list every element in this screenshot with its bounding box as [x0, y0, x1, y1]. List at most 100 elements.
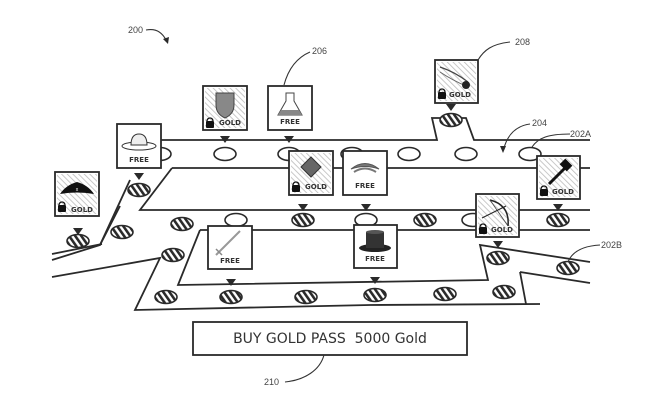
- buy-gold-pass-label: BUY GOLD PASS 5000 Gold: [233, 331, 427, 347]
- reference-210-leader: [284, 354, 325, 383]
- tile-tier-label: FREE: [365, 255, 385, 263]
- pointer-triangle: [298, 204, 308, 211]
- tile-tier-label: GOLD: [491, 226, 513, 234]
- track-node-open[interactable]: [224, 212, 248, 228]
- buy-gold-pass-button[interactable]: BUY GOLD PASS 5000 Gold: [192, 321, 468, 356]
- bow-arrow-icon: [489, 199, 509, 227]
- figure-reference: 200: [128, 25, 169, 44]
- reference-204: 204: [500, 118, 547, 153]
- reference-206-label: 206: [312, 46, 327, 56]
- tile-tier-label: FREE: [129, 156, 149, 164]
- figure-arrow-head: [163, 37, 169, 44]
- track-lower-outer-edge: [51, 256, 541, 311]
- tile-tier-label: FREE: [355, 182, 375, 190]
- reward-tile-top-hat[interactable]: FREE: [353, 224, 398, 269]
- svg-text:x: x: [76, 187, 79, 193]
- reference-202b: 202B: [567, 240, 622, 263]
- pointer-triangle: [553, 204, 563, 211]
- pointer-triangle: [370, 277, 380, 284]
- lock-icon: [479, 223, 487, 234]
- track-node-completed[interactable]: [433, 286, 457, 302]
- tile-tier-label: GOLD: [305, 183, 327, 191]
- lock-icon: [58, 201, 66, 212]
- track-node-completed[interactable]: [439, 112, 463, 128]
- pointer-triangle: [134, 173, 144, 180]
- track-node-open[interactable]: [397, 146, 421, 162]
- reference-210: 210: [264, 354, 325, 387]
- track-node-completed[interactable]: [546, 212, 570, 228]
- reward-tile-shield[interactable]: GOLD: [202, 85, 248, 131]
- reward-tile-straw-hat[interactable]: FREE: [116, 123, 162, 169]
- sword-icon: [215, 230, 241, 256]
- pointer-triangle: [446, 104, 456, 111]
- cape-icon: [439, 66, 469, 83]
- track-notch-edge: [519, 271, 527, 305]
- reward-tile-hammer[interactable]: GOLD: [536, 155, 581, 200]
- pointer-triangle: [493, 241, 503, 248]
- wings-icon: [350, 163, 380, 170]
- pointer-triangle: [220, 136, 230, 143]
- tile-tier-label: GOLD: [219, 119, 241, 127]
- lock-icon: [438, 88, 446, 99]
- tile-tier-label: GOLD: [449, 91, 471, 99]
- track-node-completed[interactable]: [170, 216, 194, 232]
- track-node-open[interactable]: [454, 146, 478, 162]
- reward-tile-cape[interactable]: GOLD: [434, 59, 479, 104]
- track-node-open[interactable]: [213, 146, 237, 162]
- reward-tile-bow[interactable]: GOLD: [475, 193, 520, 238]
- track-node-completed[interactable]: [413, 212, 437, 228]
- track-left-spur-top: [51, 243, 103, 255]
- track-node-completed[interactable]: [556, 260, 580, 276]
- track-left-diagonal: [99, 179, 131, 246]
- track-node-completed[interactable]: [161, 247, 185, 263]
- shield-icon: [215, 92, 235, 119]
- track-middle-top-edge: [138, 167, 590, 211]
- pirate-hat-icon: [60, 182, 94, 194]
- track-node-completed[interactable]: [294, 289, 318, 305]
- pointer-triangle: [361, 204, 371, 211]
- tile-tier-label: GOLD: [552, 188, 574, 196]
- track-node-completed[interactable]: [154, 289, 178, 305]
- track-middle: [51, 167, 591, 311]
- reward-tile-potion[interactable]: FREE: [267, 85, 313, 131]
- tile-tier-label: GOLD: [71, 206, 93, 214]
- track-node-completed[interactable]: [492, 284, 516, 300]
- reference-202a-label: 202A: [570, 129, 591, 139]
- reference-210-label: 210: [264, 377, 279, 387]
- figure-number: 200: [128, 25, 143, 35]
- gem-icon: [300, 156, 322, 178]
- reward-tile-sword[interactable]: FREE: [207, 225, 253, 270]
- track-node-completed[interactable]: [219, 289, 243, 305]
- reference-208: 208: [477, 37, 530, 61]
- reference-202b-label: 202B: [601, 240, 622, 250]
- track-node-completed[interactable]: [291, 212, 315, 228]
- lock-icon: [540, 185, 548, 196]
- track-node-open[interactable]: [518, 146, 542, 162]
- reference-202a-leader: [531, 133, 571, 148]
- track-node-completed[interactable]: [127, 182, 151, 198]
- reference-202b-leader: [567, 244, 601, 263]
- reward-tile-wings[interactable]: FREE: [342, 150, 388, 196]
- player-marker-arrow-head: [500, 146, 506, 153]
- track-node-completed[interactable]: [66, 233, 90, 249]
- track-node-completed[interactable]: [363, 287, 387, 303]
- reference-206-leader: [283, 51, 311, 86]
- track-lower-inner-edge: [176, 229, 591, 286]
- reward-tile-gem[interactable]: GOLD: [288, 150, 334, 196]
- lock-icon: [292, 181, 300, 192]
- reference-204-label: 204: [532, 118, 547, 128]
- completed-nodes: [66, 112, 580, 305]
- tile-tier-label: FREE: [220, 257, 240, 265]
- reward-tile-pirate-hat[interactable]: x GOLD: [54, 171, 100, 217]
- reference-206: 206: [283, 46, 327, 86]
- track-node-completed[interactable]: [486, 250, 510, 266]
- reference-208-label: 208: [515, 37, 530, 47]
- track-202b-bottom-edge: [519, 271, 591, 284]
- hammer-icon: [547, 165, 568, 186]
- figure-arrow: [145, 28, 167, 41]
- pointer-triangle: [284, 136, 294, 143]
- pointer-triangle: [73, 228, 83, 235]
- lock-icon: [206, 117, 214, 128]
- track-node-completed[interactable]: [110, 224, 134, 240]
